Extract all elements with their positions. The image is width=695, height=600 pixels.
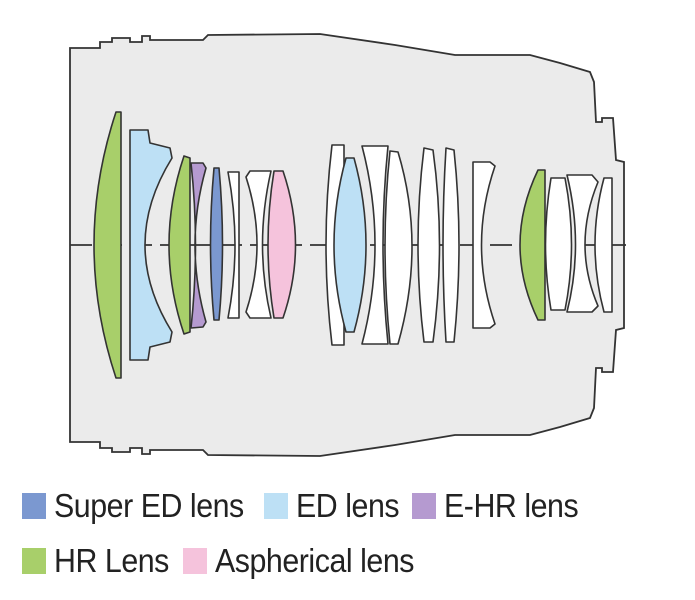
hr-swatch [22,547,46,574]
legend-label: ED lens [296,486,400,524]
lens-element-6 [227,171,240,319]
lens-element-7 [245,170,272,319]
lens-construction-diagram [69,33,626,457]
lens-element-18 [566,174,599,313]
lens-element-14 [442,147,460,343]
legend-row: Super ED lens ED lens E-HR lens [22,478,692,533]
legend-item-aspherical: Aspherical lens [182,541,417,580]
legend-item-super-ed: Super ED lens [22,487,246,525]
legend-label: Aspherical lens [214,541,414,579]
lens-element-19 [594,177,613,313]
super-ed-swatch [22,492,46,519]
lens-element-15 [472,161,496,329]
lens-element-8 [267,170,297,319]
legend-item-hr: HR Lens [22,542,169,580]
lens-element-1 [93,111,122,379]
lens-element-3 [168,155,191,335]
legend-row: HR Lens Aspherical lens [22,533,692,588]
lens-element-2 [129,129,173,361]
legend-item-ehr: E-HR lens [412,486,579,525]
lens-element-5 [209,167,224,321]
ehr-swatch [412,492,437,519]
ed-swatch [264,492,289,519]
lens-element-11 [361,145,389,345]
legend-label: HR Lens [54,541,169,579]
legend-item-ed: ED lens [264,487,400,525]
lens-element-16 [519,169,546,321]
lens-element-4 [190,162,207,329]
lens-element-17 [544,177,573,311]
legend-label: Super ED lens [54,486,244,524]
legend: Super ED lens ED lens E-HR lens HR Lens … [22,478,692,588]
aspherical-swatch [182,547,207,574]
lens-element-13 [417,147,441,343]
lens-element-12 [384,150,413,345]
legend-label: E-HR lens [444,486,579,524]
lens-element-10 [333,157,367,333]
